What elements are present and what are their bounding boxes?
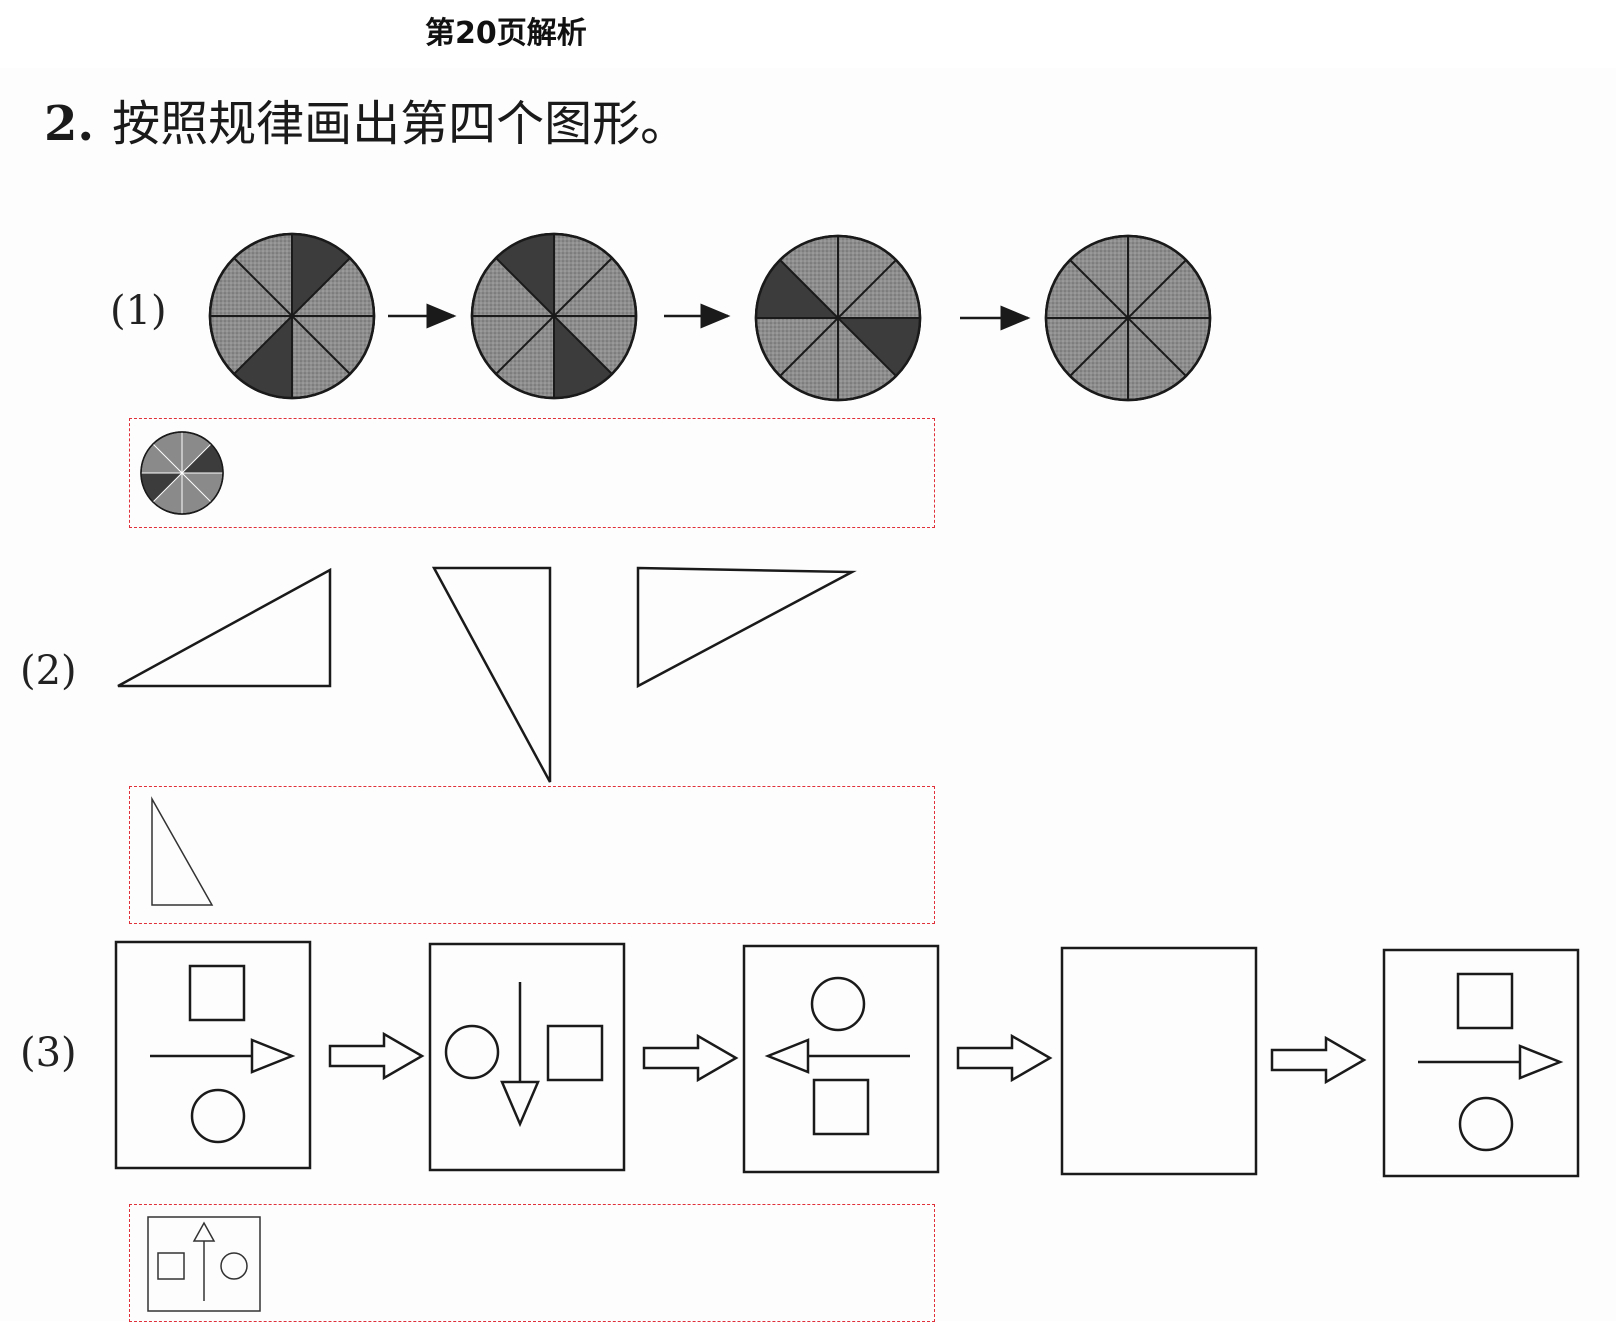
sector-circle-1 <box>208 232 376 400</box>
question-text: 按照规律画出第四个图形。 <box>112 96 689 152</box>
answer-box-3 <box>129 1204 935 1322</box>
triangle-2 <box>431 566 552 783</box>
triangle-3 <box>636 566 857 689</box>
answer-triangle <box>151 796 214 906</box>
sector-circle-2 <box>470 232 638 400</box>
answer-box-2 <box>129 786 935 924</box>
pattern-box-1 <box>114 940 312 1170</box>
answer-sector-circle <box>140 431 224 515</box>
question-number: 2. <box>44 96 95 152</box>
pattern-box-5 <box>1382 948 1580 1178</box>
block-arrow-3 <box>956 1033 1053 1083</box>
part2-sequence <box>117 566 857 783</box>
block-arrow-4 <box>1270 1035 1367 1085</box>
part1-sequence <box>208 232 1212 402</box>
page-title: 第20页解析 <box>425 16 587 51</box>
part-label-1: (1) <box>110 288 167 334</box>
block-arrow-2 <box>642 1033 739 1083</box>
page-header: 第20页解析 <box>0 0 1616 62</box>
triangle-1 <box>117 567 332 688</box>
answer-box-1 <box>129 418 935 528</box>
part-label-3: (3) <box>20 1030 77 1076</box>
block-arrow-1 <box>328 1031 425 1081</box>
sector-circle-3 <box>754 234 922 402</box>
pattern-box-3 <box>742 944 940 1174</box>
pattern-box-2 <box>428 942 626 1172</box>
pattern-box-4-blank[interactable] <box>1060 946 1258 1176</box>
answer-pattern-box <box>147 1216 261 1312</box>
question-title: 2. 按照规律画出第四个图形。 <box>44 84 688 154</box>
part-label-2: (2) <box>20 648 77 694</box>
sector-circle-4-blank[interactable] <box>1044 234 1212 402</box>
